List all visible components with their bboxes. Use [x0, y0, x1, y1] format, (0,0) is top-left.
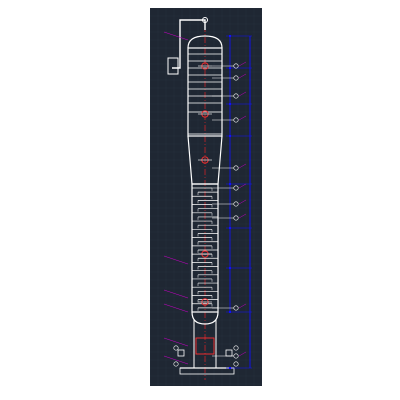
callout-leader [163, 337, 189, 347]
callout-bubble [233, 75, 239, 81]
callout-tail [238, 73, 247, 79]
dimension-tick [229, 227, 231, 229]
callout-tail [238, 91, 247, 97]
dimension-tick [229, 267, 231, 269]
dimension-tick [229, 311, 231, 313]
callout-tail [238, 351, 247, 357]
callouts [163, 31, 247, 367]
callout-leader [163, 303, 189, 313]
reflux-drum [167, 57, 179, 75]
manholes [198, 62, 212, 306]
bottom-head [191, 311, 219, 325]
callout-leader [163, 31, 189, 41]
callout-tail [238, 115, 247, 121]
top-head [187, 35, 223, 49]
callout-bubble [233, 353, 239, 359]
callout-bubble [233, 117, 239, 123]
callout-leader [163, 289, 189, 299]
dimension-tick [229, 367, 231, 369]
upper-shell [187, 47, 223, 137]
callout-tail [238, 61, 247, 67]
callout-bubble [233, 361, 239, 367]
callout-tail [238, 199, 247, 205]
callout-bubble [233, 63, 239, 69]
bottom-outlet-pipe [195, 337, 215, 355]
lower-shell [191, 183, 219, 313]
callout-bubble [233, 201, 239, 207]
cad-drawing-viewport[interactable] [150, 8, 262, 386]
callout-leader [163, 255, 189, 265]
callout-bubble [173, 345, 179, 351]
lower-trays [192, 187, 218, 311]
dimension-lines [226, 35, 252, 369]
distillation-column-drawing [150, 8, 262, 386]
dimension-tick [229, 103, 231, 105]
callout-bubble [233, 215, 239, 221]
dimension-tick [229, 135, 231, 137]
callout-bubble [233, 305, 239, 311]
top-vent-nozzle [202, 17, 208, 23]
callout-tail [238, 183, 247, 189]
callout-bubble [233, 345, 239, 351]
overhead-vapor-pipe [172, 19, 206, 69]
support-skirt [193, 320, 217, 368]
callout-leader [163, 355, 189, 365]
base-nozzle-left [177, 349, 185, 357]
dimension-tick [229, 35, 231, 37]
callout-bubble [233, 185, 239, 191]
callout-bubble [233, 165, 239, 171]
base-plate [179, 367, 235, 375]
dimension-tick [229, 67, 231, 69]
callout-tail [238, 163, 247, 169]
callout-tail [238, 213, 247, 219]
upper-packing-section [187, 111, 223, 135]
callout-tail [238, 303, 247, 309]
callout-bubble [173, 361, 179, 367]
callout-bubble [233, 93, 239, 99]
dimension-tick [229, 183, 231, 185]
